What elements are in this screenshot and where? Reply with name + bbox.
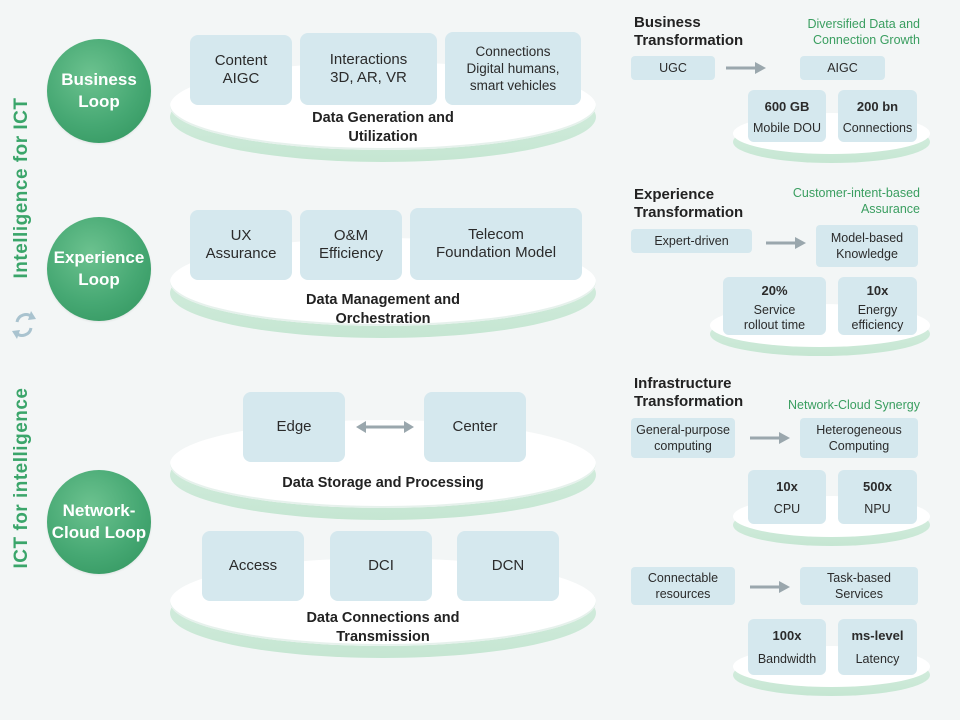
tile-edge: Edge (243, 392, 345, 462)
pill-ugc: UGC (631, 56, 715, 80)
side-label-top-text: Intelligence for ICT (11, 97, 32, 279)
stat-service-rollout-time: 20% Service rollout time (723, 277, 826, 335)
stat-npu-label: NPU (864, 502, 891, 516)
stat-cpu-label: CPU (773, 502, 801, 516)
tile-content-aigc: Content AIGC (190, 35, 292, 105)
data-connections-title: Data Connections and Transmission (306, 610, 460, 645)
stat-energy-efficiency: 10x Energy efficiency (838, 277, 917, 335)
tile-om-efficiency: O&M Efficiency (300, 210, 402, 280)
stat-mobile-dou-label: Mobile DOU (752, 121, 822, 135)
stat-cpu: 10x CPU (748, 470, 826, 524)
experience-transformation-title: Experience Transformation (634, 186, 744, 221)
experience-loop-label: Experience Loop (53, 248, 145, 289)
stat-latency: ms-level Latency (838, 619, 917, 675)
tile-ux-assurance: UX Assurance (190, 210, 292, 280)
pill-heterogeneous-computing: Heterogeneous Computing (800, 418, 918, 458)
network-cloud-loop-label: Network- Cloud Loop (51, 501, 147, 542)
stat-energy-efficiency-value: 10x (866, 283, 889, 298)
network-cloud-loop-circle: Network- Cloud Loop (47, 470, 151, 574)
pill-general-purpose-computing: General-purpose computing (631, 418, 735, 458)
cycle-arrows-icon (12, 311, 36, 339)
data-management-title: Data Management and Orchestration (306, 292, 460, 327)
business-transformation-title: Business Transformation (634, 14, 744, 49)
stat-service-rollout-label: Service rollout time (743, 303, 806, 332)
tile-interactions: Interactions 3D, AR, VR (300, 33, 437, 105)
stat-latency-label: Latency (855, 652, 900, 666)
tile-connections: Connections Digital humans, smart vehicl… (445, 32, 581, 105)
stat-mobile-dou: 600 GB Mobile DOU (748, 90, 826, 142)
stat-bandwidth-value: 100x (772, 628, 802, 643)
right-arrow-icon (766, 237, 806, 249)
right-arrow-icon (750, 581, 790, 593)
stat-bandwidth-label: Bandwidth (757, 652, 817, 666)
tile-dcn: DCN (457, 531, 559, 601)
pill-connectable-resources: Connectable resources (631, 567, 735, 605)
tile-telecom-foundation-model: Telecom Foundation Model (410, 208, 582, 280)
side-label-bottom-text: ICT for intelligence (11, 387, 32, 569)
stat-latency-value: ms-level (851, 628, 904, 643)
business-loop-circle: Business Loop (47, 39, 151, 143)
pill-task-based-services: Task-based Services (800, 567, 918, 605)
right-arrow-icon (726, 62, 766, 74)
business-loop-label: Business Loop (61, 70, 137, 111)
data-generation-title: Data Generation and Utilization (312, 110, 454, 145)
stat-connections-value: 200 bn (856, 99, 899, 114)
stat-energy-efficiency-label: Energy efficiency (851, 303, 904, 332)
tile-dci: DCI (330, 531, 432, 601)
stat-bandwidth: 100x Bandwidth (748, 619, 826, 675)
stat-connections-label: Connections (842, 121, 913, 135)
stat-service-rollout-value: 20% (761, 283, 788, 298)
infrastructure-transformation-title: Infrastructure Transformation (634, 375, 744, 410)
experience-transformation-subtitle: Customer-intent-based Assurance (792, 186, 920, 216)
pill-expert-driven: Expert-driven (631, 229, 752, 253)
tile-access: Access (202, 531, 304, 601)
stat-npu-value: 500x (863, 479, 892, 494)
tile-center: Center (424, 392, 526, 462)
stat-mobile-dou-value: 600 GB (764, 99, 810, 114)
data-storage-title: Data Storage and Processing (282, 475, 484, 491)
experience-loop-circle: Experience Loop (47, 217, 151, 321)
stat-connections: 200 bn Connections (838, 90, 917, 142)
business-transformation-subtitle: Diversified Data and Connection Growth (807, 17, 920, 47)
stat-npu: 500x NPU (838, 470, 917, 524)
right-arrow-icon (750, 432, 790, 444)
infrastructure-transformation-subtitle: Network-Cloud Synergy (788, 398, 920, 412)
pill-model-based-knowledge: Model-based Knowledge (816, 225, 918, 267)
bidirectional-arrow-icon (356, 421, 414, 433)
pill-aigc: AIGC (800, 56, 885, 80)
stat-cpu-value: 10x (776, 479, 798, 494)
